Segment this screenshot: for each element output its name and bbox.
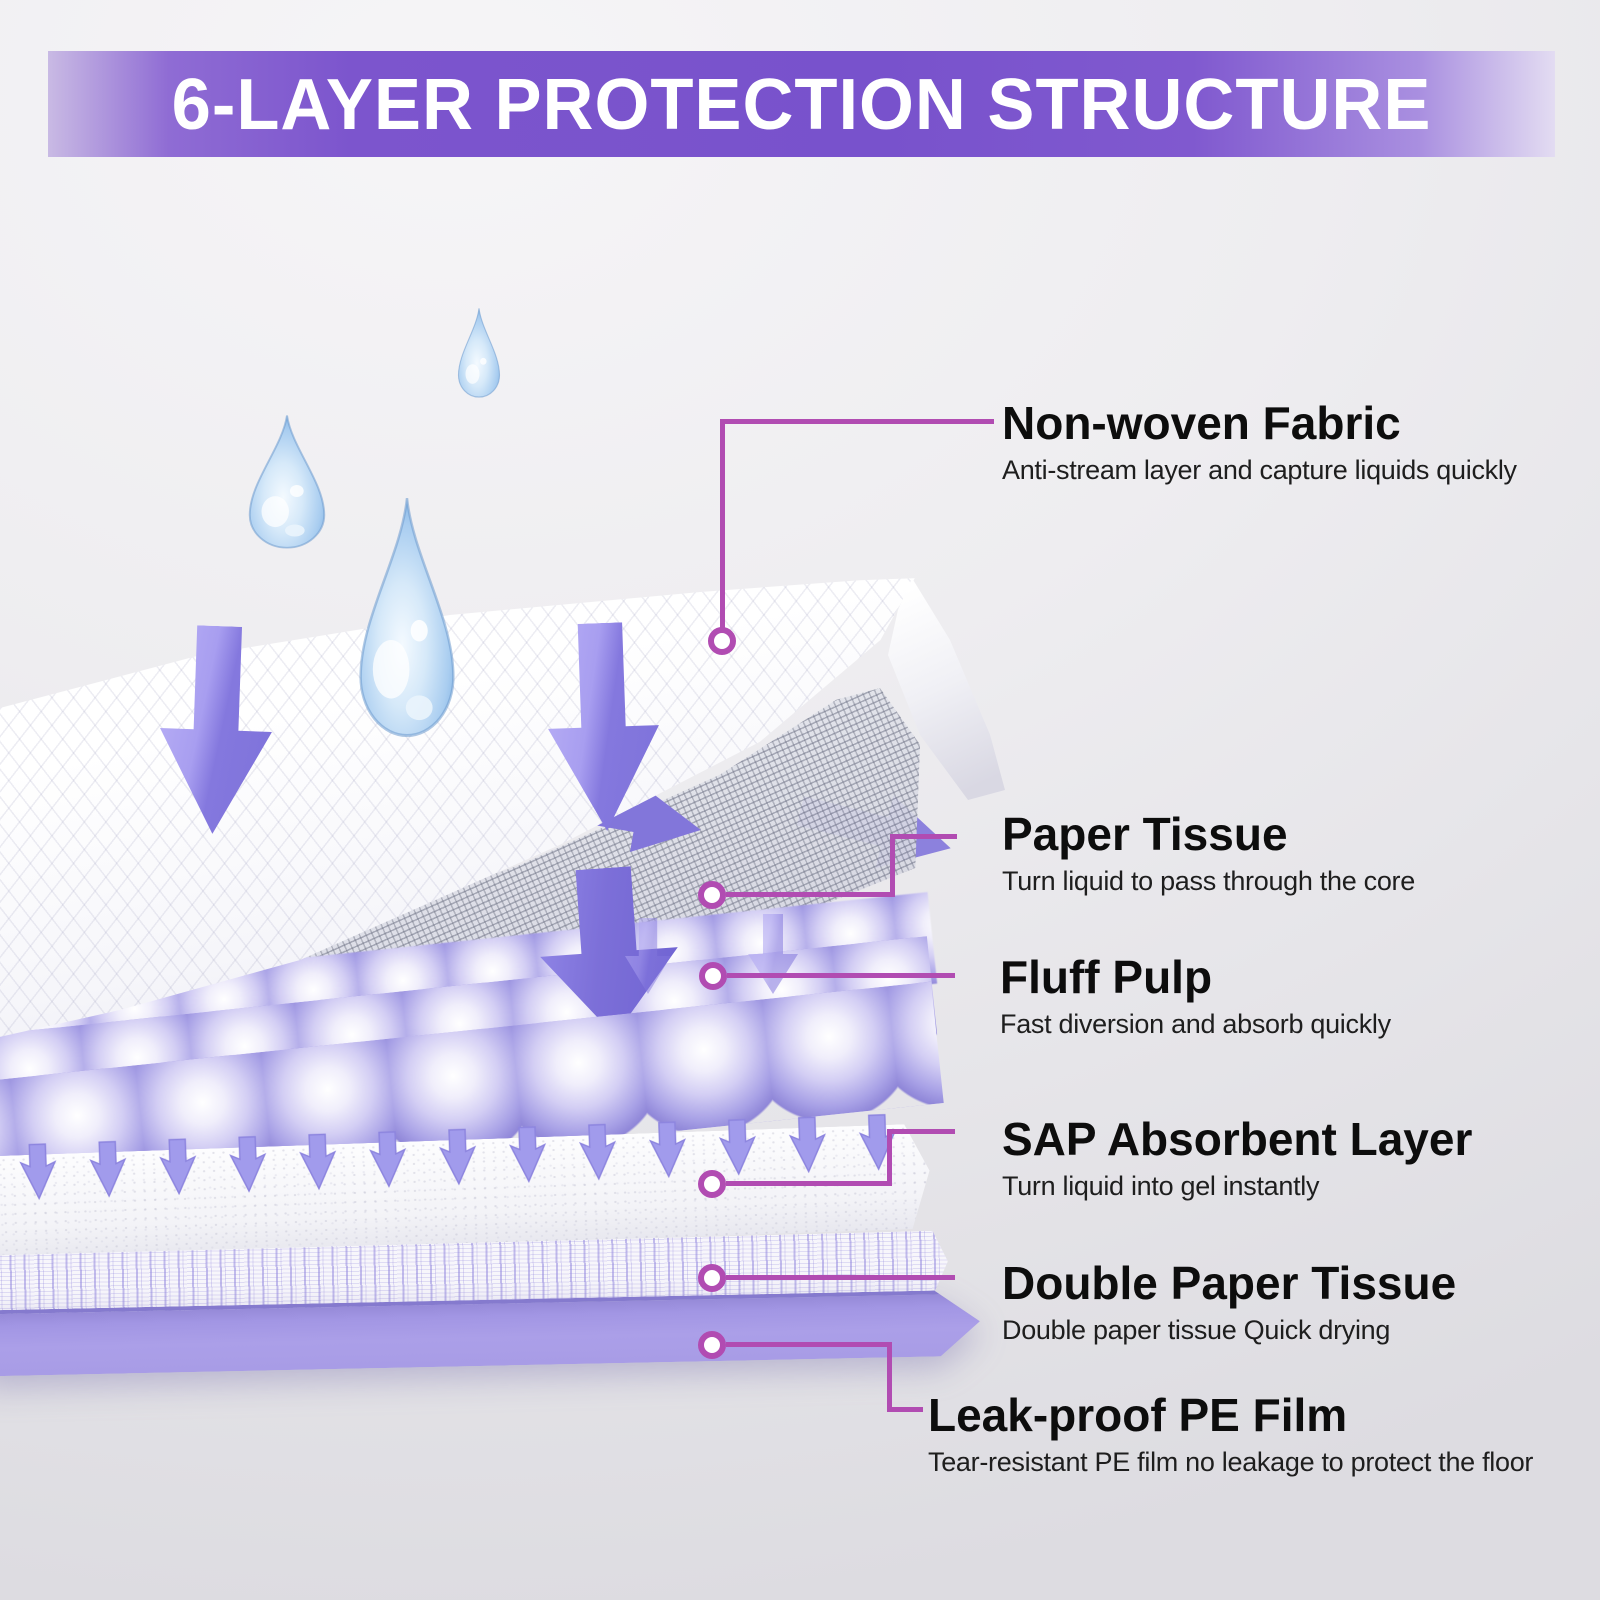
header-title: 6-LAYER PROTECTION STRUCTURE — [171, 65, 1432, 145]
connector-dot — [698, 1331, 726, 1359]
layer-description: Tear-resistant PE film no leakage to pro… — [928, 1447, 1534, 1477]
connector-line — [726, 892, 895, 897]
layer-label-sap-absorbent-layer: SAP Absorbent Layer Turn liquid into gel… — [1002, 1116, 1472, 1202]
layer-description: Turn liquid to pass through the core — [1002, 866, 1415, 896]
water-drop-icon — [238, 412, 336, 558]
layer-title: Double Paper Tissue — [1002, 1257, 1457, 1309]
layer-title: Leak-proof PE Film — [928, 1389, 1348, 1441]
layer-label-non-woven-fabric: Non-woven Fabric Anti-stream layer and c… — [1002, 400, 1517, 486]
connector-line — [720, 419, 994, 424]
layer-title: Paper Tissue — [1002, 808, 1288, 860]
connector-line — [726, 1342, 892, 1347]
connector-line — [720, 419, 725, 630]
header-banner: 6-LAYER PROTECTION STRUCTURE — [48, 51, 1555, 157]
connector-line — [890, 836, 895, 897]
water-drop-icon — [452, 306, 506, 404]
layer-description: Fast diversion and absorb quickly — [1000, 1009, 1391, 1039]
sap-arrows-graphic — [0, 1112, 901, 1204]
layer-label-double-paper-tissue: Double Paper Tissue Double paper tissue … — [1002, 1260, 1456, 1346]
connector-dot — [708, 627, 736, 655]
layer-title: SAP Absorbent Layer — [1002, 1113, 1473, 1165]
layer-title: Non-woven Fabric — [1002, 397, 1401, 449]
connector-dot — [698, 1170, 726, 1198]
connector-dot — [698, 881, 726, 909]
connector-line — [887, 1407, 923, 1412]
layer-label-paper-tissue: Paper Tissue Turn liquid to pass through… — [1002, 811, 1415, 897]
connector-line — [887, 1129, 955, 1134]
layer-label-leak-proof-pe-film: Leak-proof PE Film Tear-resistant PE fil… — [928, 1392, 1533, 1478]
layer-title: Fluff Pulp — [1000, 951, 1213, 1003]
connector-line — [887, 1342, 892, 1412]
layer-label-fluff-pulp: Fluff Pulp Fast diversion and absorb qui… — [1000, 954, 1391, 1040]
connector-line — [887, 1131, 892, 1186]
layer-description: Turn liquid into gel instantly — [1002, 1171, 1320, 1201]
water-drop-icon — [346, 492, 468, 754]
connector-line — [890, 834, 957, 839]
connector-line — [726, 1275, 955, 1280]
layer-description: Anti-stream layer and capture liquids qu… — [1002, 455, 1517, 485]
layer-description: Double paper tissue Quick drying — [1002, 1315, 1391, 1345]
connector-dot — [698, 1264, 726, 1292]
connector-line — [726, 1181, 892, 1186]
connector-dot — [699, 962, 727, 990]
connector-line — [727, 973, 955, 978]
